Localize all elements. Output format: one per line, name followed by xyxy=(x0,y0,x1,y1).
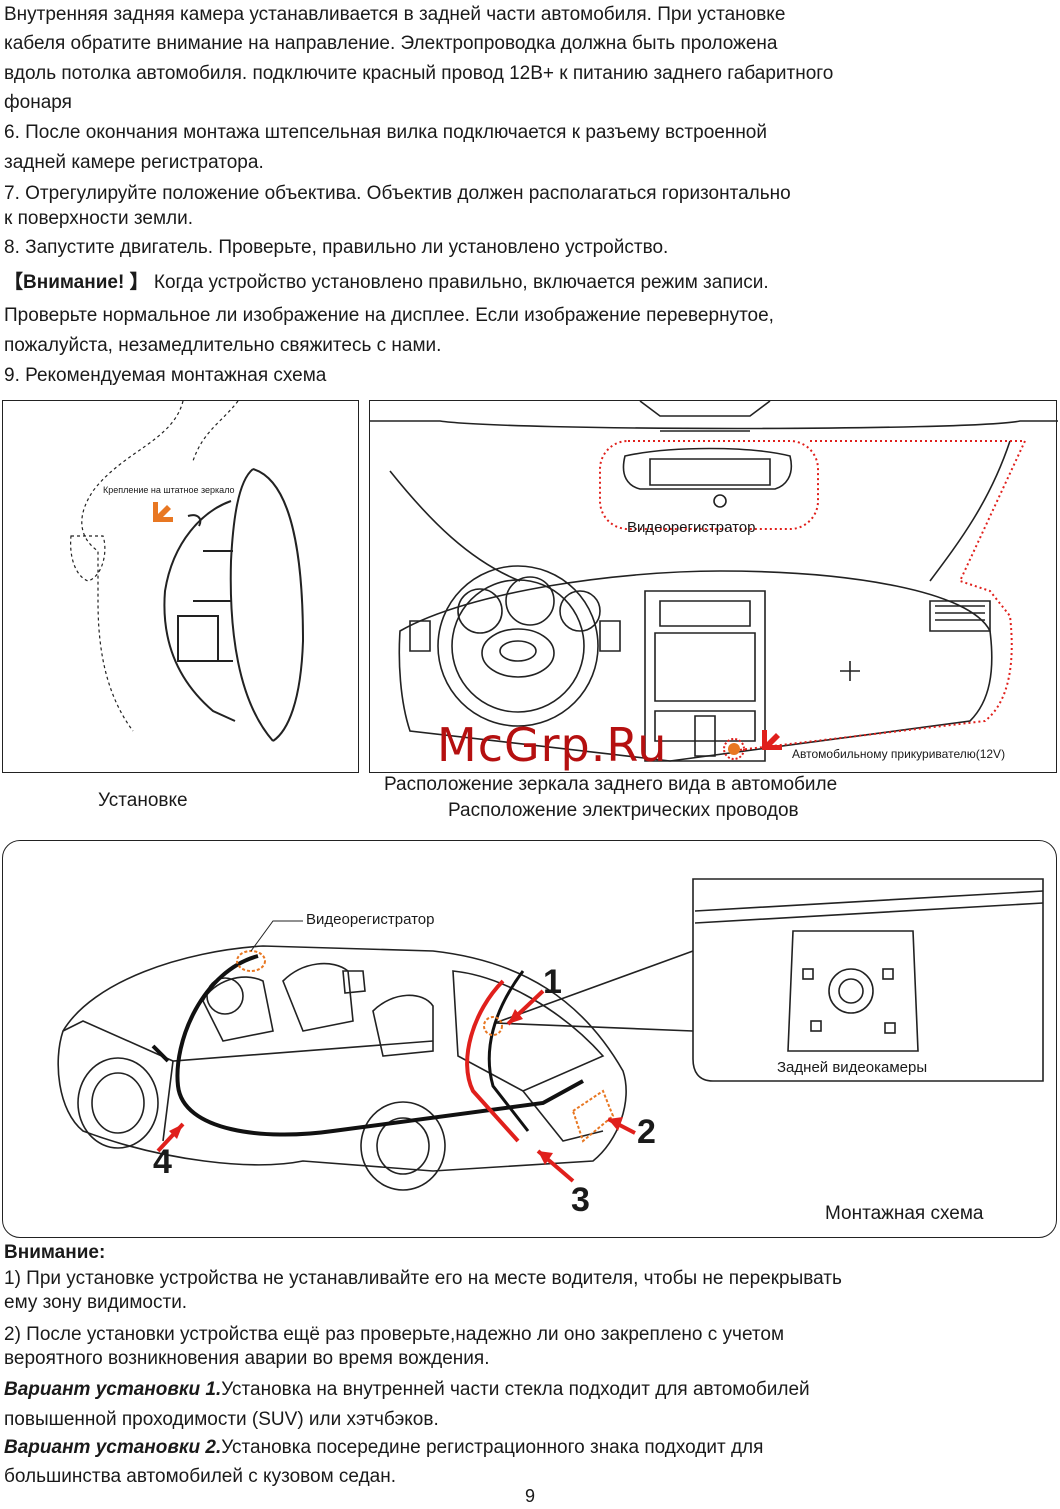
note-line: 2) После установки устройства ещё раз пр… xyxy=(4,1324,785,1345)
callout-1: 1 xyxy=(543,963,562,1001)
notes-heading: Внимание: xyxy=(4,1242,106,1263)
dvr-highlight xyxy=(599,440,819,530)
scheme-caption: Монтажная схема xyxy=(825,1203,984,1224)
warning-line: 【Внимание! 】 Когда устройство установлен… xyxy=(4,268,769,298)
paragraph-line: задней камере регистратора. xyxy=(4,152,264,173)
paragraph-line: пожалуйста, незамедлительно свяжитесь с … xyxy=(4,335,442,356)
callout-4: 4 xyxy=(153,1143,172,1181)
paragraph-line: 7. Отрегулируйте положение объектива. Об… xyxy=(4,183,791,204)
dvr-label: Видеорегистратор xyxy=(306,911,435,928)
note-line: ему зону видимости. xyxy=(4,1292,188,1313)
rear-camera-label: Задней видеокамеры xyxy=(777,1059,928,1076)
car-wiring-illustration xyxy=(57,878,1044,1191)
lighter-socket-icon xyxy=(728,743,740,755)
paragraph-line: Внутренняя задняя камера устанавливается… xyxy=(4,4,786,25)
page-number: 9 xyxy=(524,1486,535,1506)
variant-1-text: Установка на внутренней части стекла под… xyxy=(221,1379,810,1400)
mirror-mount-illustration xyxy=(70,401,305,742)
variant-2: Вариант установки 2.Установка посередине… xyxy=(4,1433,763,1463)
callout-2: 2 xyxy=(637,1113,656,1151)
warning-label: 【Внимание! 】 xyxy=(4,272,149,293)
variant-1: Вариант установки 1.Установка на внутрен… xyxy=(4,1375,810,1405)
figure2-caption-line1: Расположение зеркала заднего вида в авто… xyxy=(384,774,838,795)
section-heading: 9. Рекомендуемая монтажная схема xyxy=(4,365,327,386)
callout-3: 3 xyxy=(571,1181,590,1219)
red-wire xyxy=(465,979,520,1143)
installation-scheme-figure: Видеорегистратор Задней видеокамеры 1 2 … xyxy=(2,840,1057,1238)
warning-text: Когда устройство установлено правильно, … xyxy=(153,272,769,293)
paragraph-line: фонаря xyxy=(4,92,72,113)
note-line: 1) При установке устройства не устанавли… xyxy=(4,1268,842,1289)
variant-2-title: Вариант установки 2. xyxy=(4,1437,222,1458)
mount-label: Крепление на штатное зеркало xyxy=(103,485,235,495)
lighter-label: Автомобильному прикуривателю(12V) xyxy=(792,747,1006,761)
mount-arrow-icon xyxy=(153,502,173,522)
lighter-arrow-icon xyxy=(762,730,782,750)
dvr-label: Видеорегистратор xyxy=(627,519,756,536)
figure2-caption-line2: Расположение электрических проводов xyxy=(448,800,799,821)
car-interior-illustration xyxy=(370,401,1058,762)
paragraph-line: 6. После окончания монтажа штепсельная в… xyxy=(4,122,767,143)
paragraph-line: Проверьте нормальное ли изображение на д… xyxy=(4,305,774,326)
wire-route xyxy=(729,440,1027,752)
paragraph-line: вдоль потолка автомобиля. подключите кра… xyxy=(4,63,834,84)
watermark: McGrp.Ru xyxy=(437,718,668,772)
figure1-caption: Установке xyxy=(98,790,188,811)
paragraph-line: к поверхности земли. xyxy=(4,208,194,229)
variant-2-line2: большинства автомобилей с кузовом седан. xyxy=(4,1466,396,1487)
variant-1-line2: повышенной проходимости (SUV) или хэтчбэ… xyxy=(4,1409,439,1430)
note-line: вероятного возникновения аварии во время… xyxy=(4,1348,490,1369)
mount-figure: Крепление на штатное зеркало xyxy=(2,400,359,773)
paragraph-line: 8. Запустите двигатель. Проверьте, прави… xyxy=(4,237,669,258)
dashboard-figure: Видеорегистратор Автомобильному прикурив… xyxy=(369,400,1058,773)
variant-1-title: Вариант установки 1. xyxy=(4,1379,222,1400)
variant-2-text: Установка посередине регистрационного зн… xyxy=(221,1437,764,1458)
paragraph-line: кабеля обратите внимание на направление.… xyxy=(4,33,778,54)
